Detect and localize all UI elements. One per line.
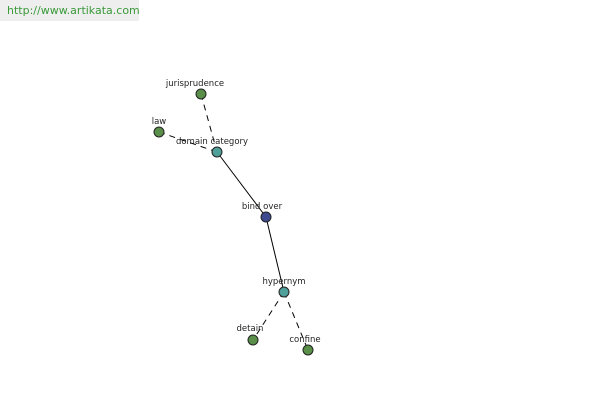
edge-domain-category-to-bind-over (216, 151, 267, 218)
node-hypernym[interactable] (278, 286, 290, 298)
site-url-link[interactable]: http://www.artikata.com (0, 0, 140, 21)
nodes-layer (153, 88, 314, 356)
node-label-hypernym: hypernym (262, 277, 305, 287)
node-label-law: law (152, 117, 167, 127)
node-domain-category[interactable] (211, 146, 223, 158)
node-confine[interactable] (302, 344, 314, 356)
edge-bind-over-to-hypernym (265, 216, 285, 293)
node-bind-over[interactable] (260, 211, 272, 223)
labels-layer: jurisprudence law domain category bind over… (152, 79, 321, 345)
node-label-jurisprudence: jurisprudence (165, 79, 224, 89)
node-label-domain-category: domain category (176, 137, 248, 147)
node-detain[interactable] (247, 334, 259, 346)
node-label-confine: confine (289, 335, 320, 345)
node-jurisprudence[interactable] (195, 88, 207, 100)
node-label-detain: detain (237, 324, 264, 334)
node-label-bind-over: bind over (242, 202, 283, 212)
edges-layer (158, 93, 309, 351)
node-law[interactable] (153, 126, 165, 138)
edge-hypernym-to-detain (252, 291, 285, 341)
